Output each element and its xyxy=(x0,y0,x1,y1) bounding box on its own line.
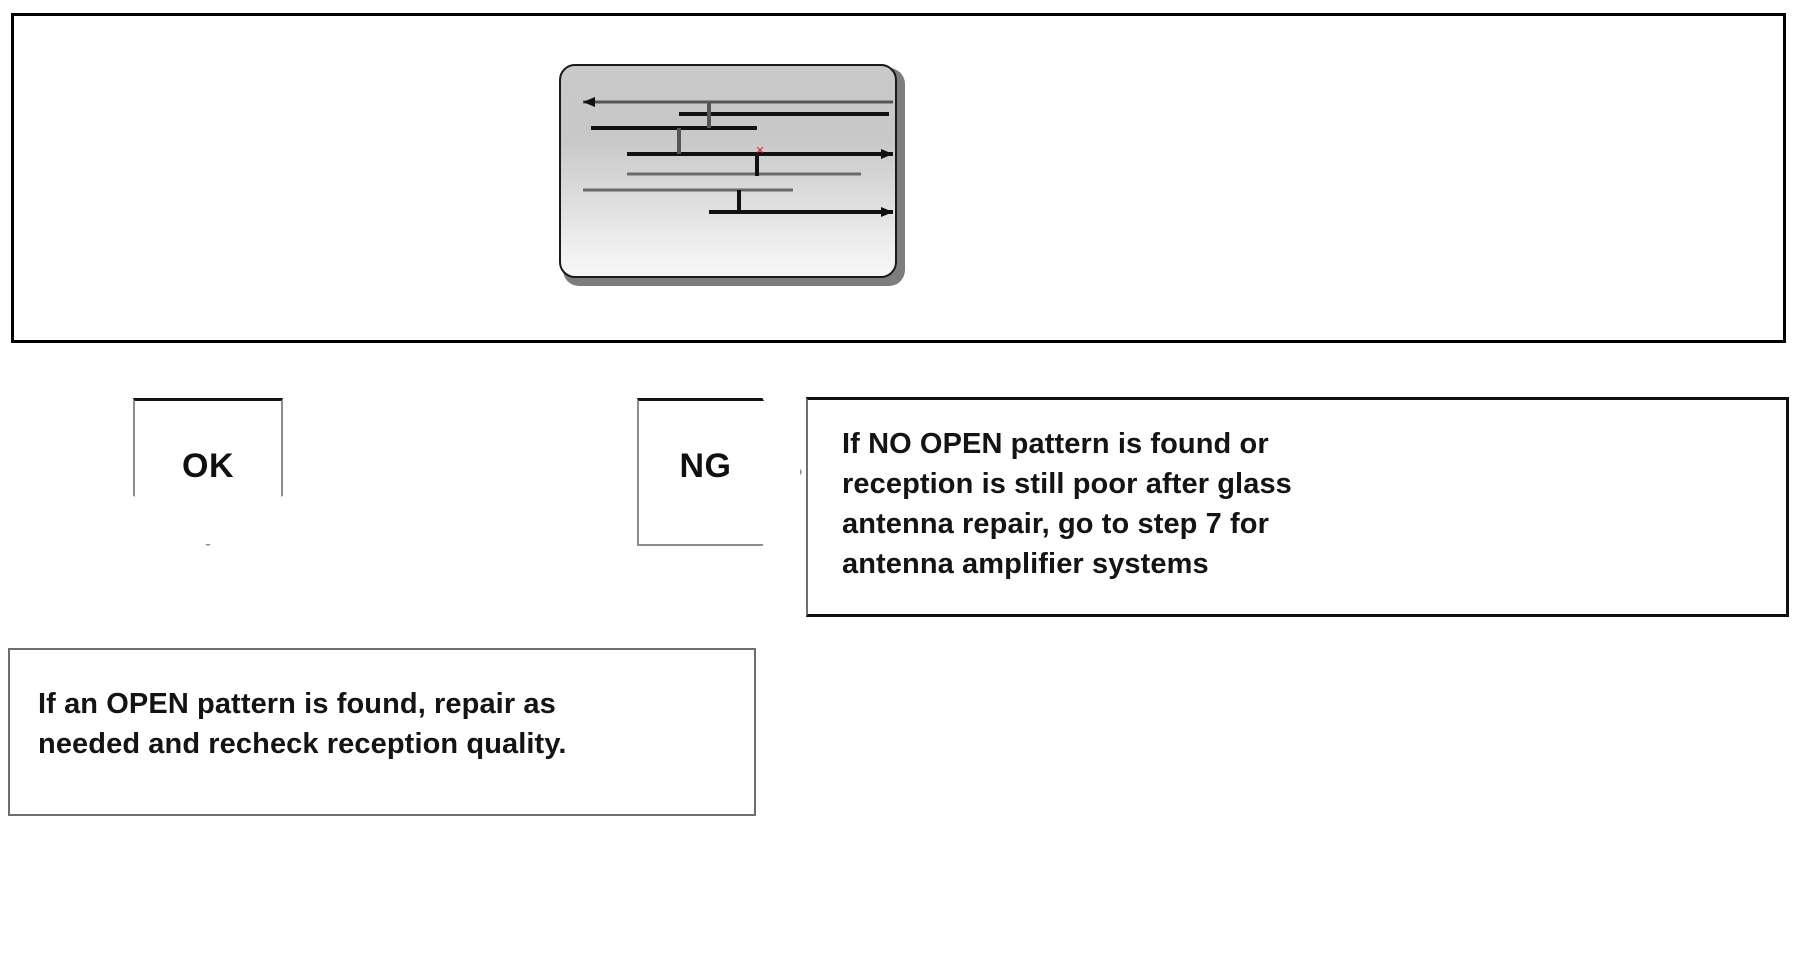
ok-instruction-box: If an OPEN pattern is found, repair as n… xyxy=(8,648,756,816)
ng-instruction-text: If NO OPEN pattern is found or reception… xyxy=(842,428,1292,580)
decision-ok-label: OK xyxy=(182,447,234,485)
ok-instruction-text: If an OPEN pattern is found, repair as n… xyxy=(38,688,567,760)
decision-ng-label: NG xyxy=(679,447,732,485)
decision-ok[interactable]: OK xyxy=(133,398,283,546)
glass-panel: × xyxy=(559,64,897,278)
glass-antenna-illustration: × xyxy=(559,64,905,286)
antenna-conductor-svg xyxy=(583,97,893,217)
ng-instruction-box: If NO OPEN pattern is found or reception… xyxy=(806,397,1789,617)
decision-ng[interactable]: NG xyxy=(637,398,802,546)
defect-x-marker: × xyxy=(755,143,765,159)
illustration-frame: × xyxy=(11,13,1786,343)
